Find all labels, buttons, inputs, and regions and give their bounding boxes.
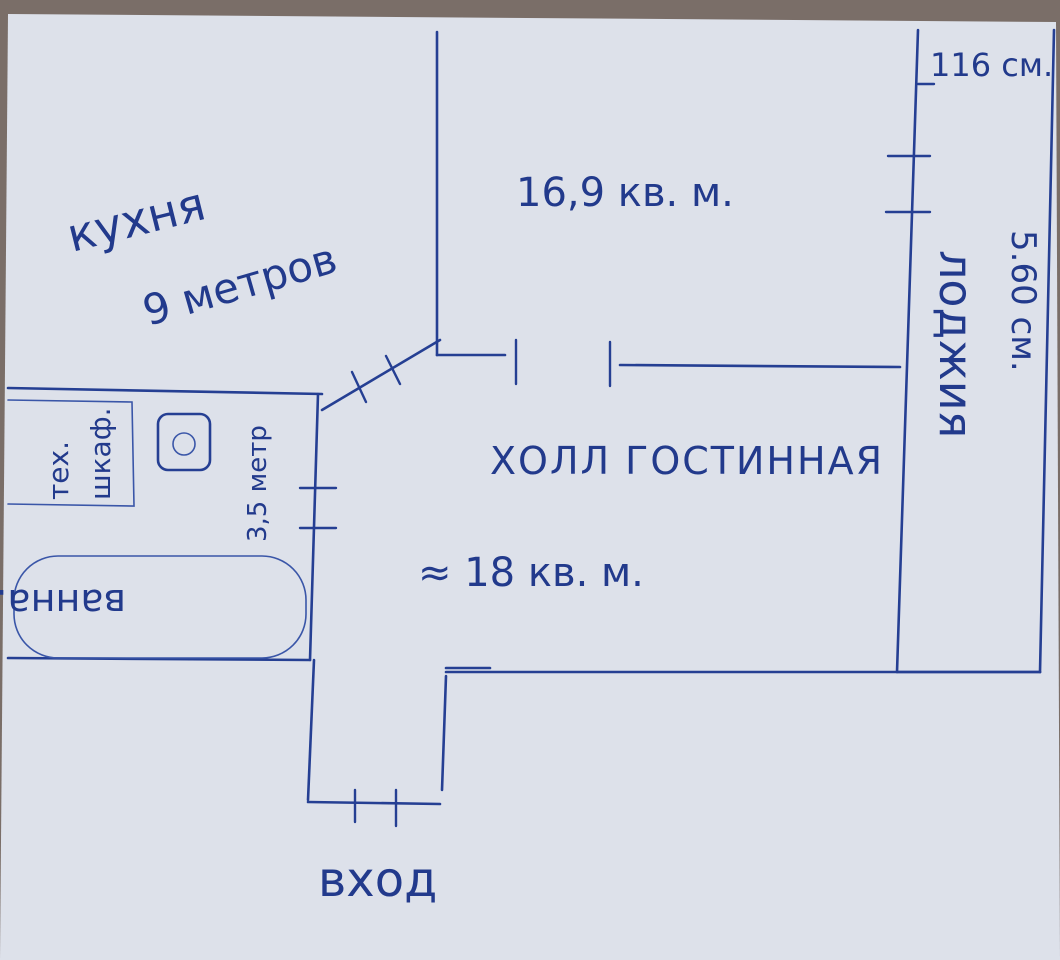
kitchen-door-diagonal <box>320 338 442 412</box>
loggia-name-label: лоджия <box>929 250 983 438</box>
utility-closet-outline <box>7 399 135 507</box>
closet-label-line2: шкаф. <box>84 407 117 500</box>
paper-sheet <box>0 14 1060 960</box>
toilet-bowl <box>172 432 196 456</box>
hall-area-label: ≈ 18 кв. м. <box>418 550 644 596</box>
bathtub-outline <box>13 555 307 659</box>
loggia-outer-wall <box>1038 28 1056 674</box>
kitchen-door-tick-2 <box>384 354 402 386</box>
kitchen-door-tick-1 <box>350 370 368 404</box>
hall-name-label: ХОЛЛ ГОСТИННАЯ <box>490 439 884 483</box>
room-area-label: 16,9 кв. м. <box>516 170 734 216</box>
corridor-left-wall <box>306 658 316 802</box>
entrance-wall <box>306 800 442 806</box>
bathtub-label: ванна. <box>0 581 126 625</box>
entrance-label: вход <box>318 852 437 908</box>
toilet-icon <box>156 412 212 472</box>
bathroom-top-wall <box>6 386 324 396</box>
loggia-inner-wall <box>895 28 920 674</box>
loggia-width-label: 116 см. <box>930 46 1053 84</box>
room-bottom-wall-right <box>618 363 902 369</box>
closet-label-line1: тех. <box>42 441 75 500</box>
bathroom-area-label: 3,5 метр <box>243 425 273 542</box>
loggia-length-label: 5.60 см. <box>1003 230 1043 372</box>
corridor-right-wall <box>440 674 448 792</box>
